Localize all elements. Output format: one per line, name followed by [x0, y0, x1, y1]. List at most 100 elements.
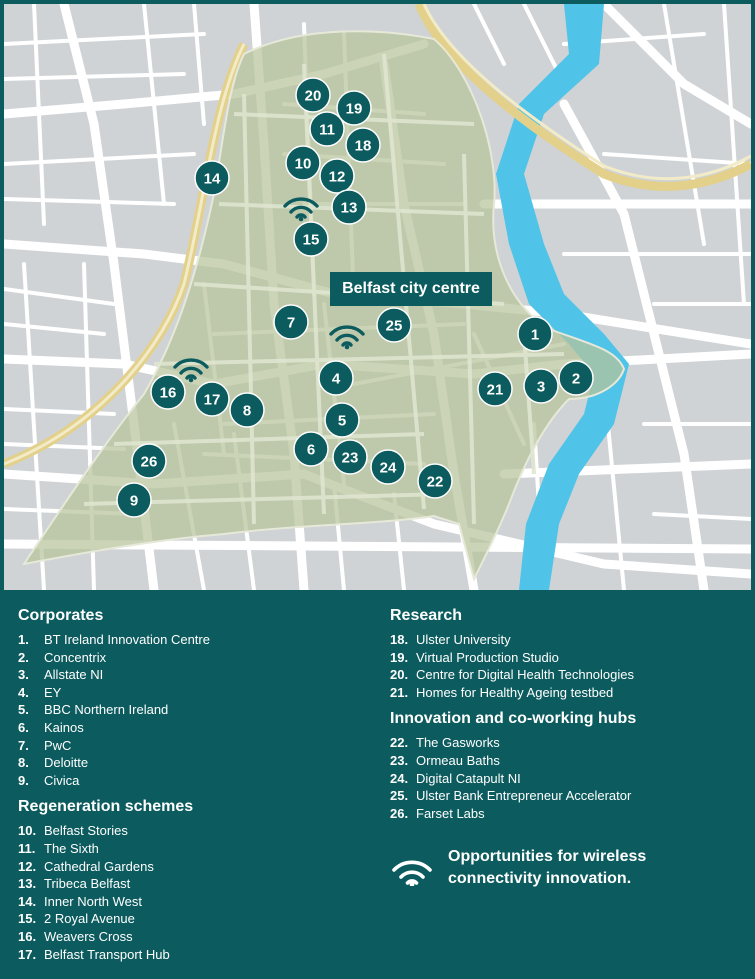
legend-item-label: Digital Catapult NI [416, 770, 521, 786]
marker-circle [285, 145, 321, 181]
map-marker[interactable]: 13 [331, 189, 367, 225]
legend-item-label: Deloitte [44, 755, 89, 771]
legend-item-number: 14. [18, 893, 37, 909]
legend-group-corporates: Corporates 1. BT Ireland Innovation Centr… [18, 606, 378, 789]
legend-item-label: The Sixth [44, 840, 99, 856]
legend-item: 1. BT Ireland Innovation Centre [18, 631, 378, 649]
legend-item-label: Kainos [44, 719, 84, 735]
map-marker[interactable]: 25 [376, 307, 412, 343]
map-marker[interactable]: 23 [332, 439, 368, 475]
legend-item-number: 8. [18, 755, 29, 771]
map-marker[interactable]: 18 [345, 127, 381, 163]
marker-number: 4 [332, 371, 341, 388]
map-marker[interactable]: 7 [273, 304, 309, 340]
legend-item-number: 11. [18, 840, 36, 856]
legend-item-label: Ulster University [416, 632, 511, 647]
map-marker[interactable]: 15 [293, 221, 329, 257]
marker-circle [194, 160, 230, 196]
river-lagan [496, 4, 629, 590]
map-marker[interactable]: 26 [131, 443, 167, 479]
legend-item: 10.Belfast Stories [18, 822, 378, 840]
map-marker[interactable]: 3 [523, 368, 559, 404]
legend-item-number: 24. [390, 770, 409, 786]
map-marker[interactable]: 20 [295, 77, 331, 113]
marker-number: 7 [287, 315, 295, 332]
legend-item-label: The Gasworks [416, 735, 500, 751]
map-marker[interactable]: 19 [336, 90, 372, 126]
marker-number: 2 [572, 371, 580, 388]
marker-number: 25 [386, 318, 403, 335]
map-marker[interactable]: 1 [517, 316, 553, 352]
legend-item-number: 17. [18, 946, 37, 962]
city-centre-label: Belfast city centre [330, 272, 492, 306]
map-marker[interactable]: 14 [194, 160, 230, 196]
legend-heading: Corporates [18, 607, 104, 624]
legend-item-number: 22. [390, 735, 409, 751]
legend-item-label: Weavers Cross [44, 928, 133, 944]
map-marker[interactable]: 11 [309, 111, 345, 147]
marker-number: 17 [204, 392, 221, 409]
legend-item: 8. Deloitte [18, 754, 378, 772]
legend-item-label: 2 Royal Avenue [44, 911, 135, 927]
legend-item-label: Allstate NI [44, 667, 104, 683]
marker-circle [523, 368, 559, 404]
map-marker[interactable]: 21 [477, 371, 513, 407]
legend-item: 11. The Sixth [18, 840, 378, 858]
legend-heading: Research [390, 607, 463, 624]
legend-panel: Corporates 1. BT Ireland Innovation Centr… [0, 594, 755, 979]
marker-circle [331, 189, 367, 225]
marker-circle [309, 111, 345, 147]
legend-item: 14.Inner North West [18, 893, 378, 911]
marker-circle [295, 77, 331, 113]
legend-item: 20.Centre for Digital Health Technologie… [390, 666, 750, 684]
legend-item-number: 9. [18, 772, 29, 788]
legend-group-hubs: Innovation and co-working hubs 22.The Ga… [390, 709, 750, 822]
legend-item-number: 25. [390, 788, 409, 804]
marker-circle [194, 381, 230, 417]
legend-item: 18.Ulster University [390, 631, 750, 649]
map-marker[interactable]: 16 [150, 374, 186, 410]
motorway-north [414, 4, 751, 191]
map-marker[interactable]: 4 [318, 360, 354, 396]
legend-item-number: 5. [18, 702, 29, 718]
legend-item-number: 1. [18, 632, 29, 647]
map-marker[interactable]: 17 [194, 381, 230, 417]
legend-item-label: Homes for Healthy Ageing testbed [416, 684, 614, 700]
marker-circle [324, 402, 360, 438]
legend-item-label: Ormeau Baths [416, 752, 500, 768]
marker-number: 8 [243, 403, 251, 420]
legend-item-number: 19. [390, 649, 409, 665]
marker-number: 13 [341, 200, 358, 217]
marker-number: 20 [305, 88, 322, 105]
legend-item: 19.Virtual Production Studio [390, 649, 750, 667]
marker-number: 23 [342, 450, 359, 467]
map-marker[interactable]: 8 [229, 392, 265, 428]
marker-circle [376, 307, 412, 343]
map-marker[interactable]: 9 [116, 482, 152, 518]
wifi-note-line1: Opportunities for wireless [448, 848, 647, 865]
map-marker[interactable]: 6 [293, 431, 329, 467]
legend-item-number: 3. [18, 667, 29, 683]
map-marker[interactable]: 5 [324, 402, 360, 438]
legend-column-left: Corporates 1. BT Ireland Innovation Centr… [18, 606, 378, 971]
legend-item: 22. The Gasworks [390, 734, 750, 752]
map-marker[interactable]: 22 [417, 463, 453, 499]
legend-item-number: 15. [18, 911, 37, 927]
wifi-icon [329, 325, 365, 350]
map-marker[interactable]: 2 [558, 360, 594, 396]
map-marker[interactable]: 12 [319, 158, 355, 194]
marker-number: 6 [307, 442, 315, 459]
legend-item-label: BT Ireland Innovation Centre [44, 632, 210, 647]
legend-item: 12.Cathedral Gardens [18, 858, 378, 876]
marker-circle [319, 158, 355, 194]
marker-number: 14 [204, 171, 221, 188]
legend-item-label: Civica [44, 772, 80, 788]
map-marker[interactable]: 24 [370, 449, 406, 485]
map-marker[interactable]: 10 [285, 145, 321, 181]
